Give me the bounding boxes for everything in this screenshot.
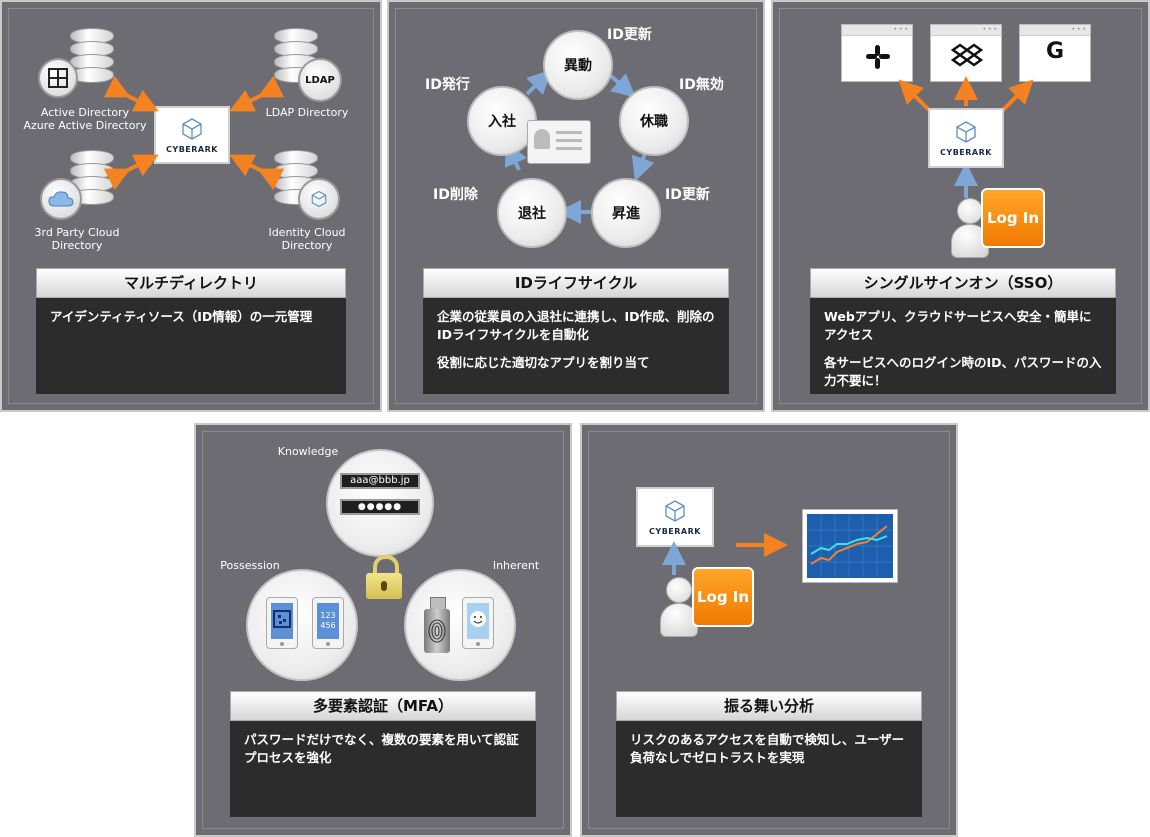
sync-arrow	[103, 154, 159, 191]
cyberark-cube-icon	[182, 117, 202, 140]
event-update: ID更新	[607, 27, 652, 43]
stage-shoshin: 昇進	[591, 178, 661, 248]
panel-title: マルチディレクトリ	[36, 268, 346, 298]
phone-face-icon	[462, 597, 494, 649]
sso-arrow	[1001, 79, 1034, 112]
cloud-icon	[40, 178, 82, 220]
event-update: ID更新	[665, 187, 710, 203]
password-field: ●●●●●	[340, 499, 420, 515]
login-button: Log In	[692, 567, 754, 627]
ldap-badge-text: LDAP	[305, 74, 335, 86]
label-3rd-party-cloud: 3rd Party Cloud Directory	[34, 226, 120, 252]
event-invalid: ID無効	[679, 77, 724, 93]
panel-frame	[395, 8, 757, 404]
label-possession: Possession	[220, 559, 280, 572]
slack-icon	[866, 45, 890, 69]
description-line: 企業の従業員の入退社に連携し、ID作成、削除のIDライフサイクルを自動化	[437, 309, 715, 342]
cyberark-cloud-icon	[298, 178, 340, 220]
otp-code: 123 456	[317, 603, 339, 639]
panel-description: Webアプリ、クラウドサービスへ安全・簡単にアクセス 各サービスへのログイン時の…	[810, 298, 1116, 394]
cyberark-logo-text: CYBERARK	[940, 147, 992, 157]
panel-description: 企業の従業員の入退社に連携し、ID作成、削除のIDライフサイクルを自動化 役割に…	[423, 298, 729, 394]
panel-frame	[779, 8, 1142, 404]
panel-title: IDライフサイクル	[423, 268, 729, 298]
label-active-directory: Active Directory Azure Active Directory	[23, 106, 147, 132]
label-inherent: Inherent	[492, 559, 540, 572]
panel-id-lifecycle: 異動 休職 昇進 退社 入社 ID更新 ID無効 ID更新 ID削除 ID発行 …	[387, 0, 765, 412]
dropbox-icon	[951, 43, 983, 67]
database-icon	[70, 28, 114, 84]
stage-ido: 異動	[543, 30, 613, 100]
login-button: Log In	[981, 188, 1045, 248]
label-ldap-directory: LDAP Directory	[265, 106, 349, 119]
description-line: リスクのあるアクセスを自動で検知し、ユーザー負荷なしでゼロトラストを実現	[630, 732, 905, 765]
description-line: Webアプリ、クラウドサービスへ安全・簡単にアクセス	[824, 309, 1092, 342]
panel-frame	[8, 8, 374, 404]
stage-kyushoku: 休職	[619, 86, 689, 156]
sync-arrow	[103, 75, 159, 112]
cyberark-logo-box: CYBERARK	[154, 106, 230, 164]
ldap-badge-icon: LDAP	[298, 58, 342, 102]
panel-multi-directory: Active Directory Azure Active Directory …	[0, 0, 382, 412]
sync-arrow	[229, 154, 285, 191]
panel-title: 振る舞い分析	[616, 691, 922, 721]
cyberark-logo-box: CYBERARK	[928, 108, 1004, 168]
cyberark-cube-icon	[665, 499, 685, 522]
lifecycle-arrow	[609, 73, 637, 98]
fingerprint-key-icon	[424, 597, 450, 653]
stage-nyusha: 入社	[467, 86, 537, 156]
event-issue: ID発行	[425, 77, 470, 93]
inherent-circle	[404, 569, 516, 681]
panel-sso: • • • • • • • • • G CYBERARK Log In シングル…	[771, 0, 1150, 412]
panel-frame	[588, 431, 950, 829]
app-window-google: • • • G	[1019, 24, 1091, 82]
panel-mfa: Knowledge Possession Inherent aaa@bbb.jp…	[194, 423, 572, 837]
description-line: アイデンティティソース（ID情報）の一元管理	[50, 309, 313, 324]
panel-behavior-analytics: CYBERARK Log In 振る舞い分析 リスクのあるアクセスを自動で検知し…	[580, 423, 958, 837]
description-line: 各サービスへのログイン時のID、パスワードの入力不要に！	[824, 355, 1102, 388]
stage-taisha: 退社	[497, 178, 567, 248]
username-field: aaa@bbb.jp	[340, 473, 420, 489]
id-card-icon	[527, 120, 591, 164]
analytics-chart-icon	[802, 509, 898, 583]
google-icon: G	[1045, 39, 1065, 64]
app-window-slack: • • •	[841, 24, 913, 82]
phone-qr-icon	[266, 597, 298, 649]
panel-frame	[202, 431, 564, 829]
label-knowledge: Knowledge	[277, 445, 339, 458]
lifecycle-arrow	[525, 69, 552, 96]
cyberark-logo-text: CYBERARK	[166, 144, 218, 154]
panel-title: 多要素認証（MFA）	[230, 691, 536, 721]
panel-description: リスクのあるアクセスを自動で検知し、ユーザー負荷なしでゼロトラストを実現	[616, 721, 922, 817]
sso-arrows	[898, 76, 1034, 198]
phone-otp-icon: 123 456	[312, 597, 344, 649]
lock-icon	[366, 555, 402, 599]
cyberark-cube-icon	[956, 120, 976, 143]
label-identity-cloud: Identity Cloud Directory	[268, 226, 346, 252]
cyberark-logo-text: CYBERARK	[649, 526, 701, 536]
database-icon	[274, 28, 318, 84]
panel-description: パスワードだけでなく、複数の要素を用いて認証プロセスを強化	[230, 721, 536, 817]
description-line: パスワードだけでなく、複数の要素を用いて認証プロセスを強化	[244, 732, 519, 765]
sync-arrow	[229, 75, 285, 112]
lifecycle-arrow	[504, 141, 527, 171]
analytics-arrows	[662, 533, 788, 575]
user-icon	[660, 577, 698, 637]
panel-title: シングルサインオン（SSO）	[810, 268, 1116, 298]
description-line: 役割に応じた適切なアプリを割り当て	[437, 355, 650, 370]
user-icon	[951, 198, 989, 258]
sync-arrows	[103, 75, 285, 191]
lifecycle-arrows	[504, 69, 655, 224]
event-delete: ID削除	[433, 187, 478, 203]
windows-icon	[38, 58, 78, 98]
sso-arrow	[898, 79, 931, 112]
panel-description: アイデンティティソース（ID情報）の一元管理	[36, 298, 346, 394]
